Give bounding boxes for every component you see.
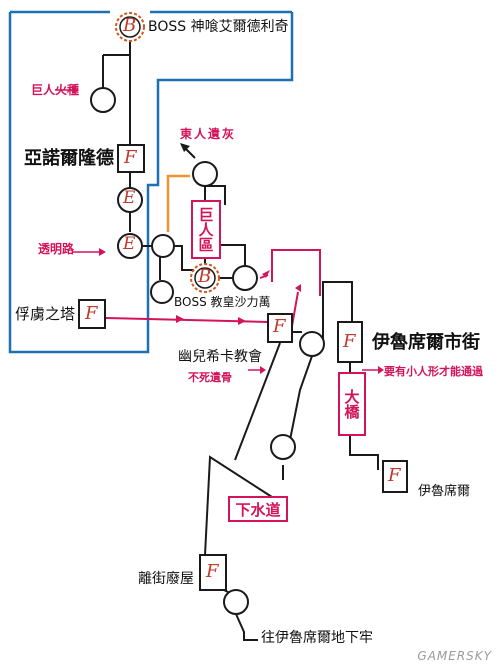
yorshka-church-label: 幽兒希卡教會 — [178, 349, 262, 365]
bonfires — [78, 144, 408, 591]
undead-bone-label: 不死遺骨 — [188, 371, 232, 384]
big-bridge-box: 大橋 — [338, 372, 366, 436]
invisible-path-label: 透明路 — [38, 242, 75, 256]
red-arrow-1 — [176, 315, 184, 323]
boss-sulyvahn-label: BOSS 教皇沙力萬 — [174, 295, 271, 309]
prison-tower-label: 俘虜之塔 — [15, 305, 76, 323]
giant-area-box: 巨人區 — [191, 200, 221, 259]
to-dungeon-label: 往伊魯席爾地下牢 — [261, 630, 373, 646]
boss-letter-sulyvahn[interactable]: B — [198, 266, 212, 287]
elevator-letter-1[interactable]: E — [123, 188, 136, 208]
big-bridge-label: 大橋 — [342, 389, 361, 419]
red-arrow-2 — [238, 317, 246, 325]
irithyll-city-label: 伊魯席爾市街 — [372, 332, 480, 353]
giant-area-label: 巨人區 — [196, 207, 215, 252]
sewer-box: 下水道 — [228, 496, 288, 522]
red-arrow-6 — [99, 248, 106, 256]
elevators — [117, 187, 143, 259]
red-arrow-4 — [295, 284, 301, 292]
bonfire-letter-city[interactable]: F — [343, 331, 356, 352]
elevator-letter-2[interactable]: E — [123, 234, 136, 254]
paths — [102, 40, 379, 641]
waypoints — [90, 87, 325, 615]
bonfire-letter-church[interactable]: F — [273, 316, 286, 337]
irithyll-label: 伊魯席爾 — [418, 484, 471, 499]
watermark: GAMERSKY — [417, 649, 492, 663]
east-remains-label: 東人遺灰 — [180, 127, 237, 141]
red-arrow-5 — [72, 86, 79, 94]
bonfire-letter-anor[interactable]: F — [124, 147, 137, 168]
red-arrow-3 — [262, 270, 270, 278]
area-boundary — [8, 12, 294, 354]
bonfire-letter-prison[interactable]: F — [85, 303, 98, 324]
arrow-east-remains — [184, 147, 196, 159]
bonfire-letter-irithyll[interactable]: F — [388, 465, 401, 486]
boss-letter-top[interactable]: B — [123, 15, 137, 36]
bonfire-letter-house[interactable]: F — [206, 561, 219, 582]
route-orange — [166, 174, 190, 232]
abandoned-house-label: 離街廢屋 — [138, 571, 194, 587]
sewer-label: 下水道 — [235, 500, 281, 519]
need-small-label: 要有小人形才能通過 — [384, 365, 483, 378]
boss-top-label: BOSS 神喰艾爾德利奇 — [148, 19, 289, 35]
anor-londo-label: 亞諾爾隆德 — [24, 148, 114, 169]
giant-fire-label: 巨人火種 — [31, 83, 80, 97]
